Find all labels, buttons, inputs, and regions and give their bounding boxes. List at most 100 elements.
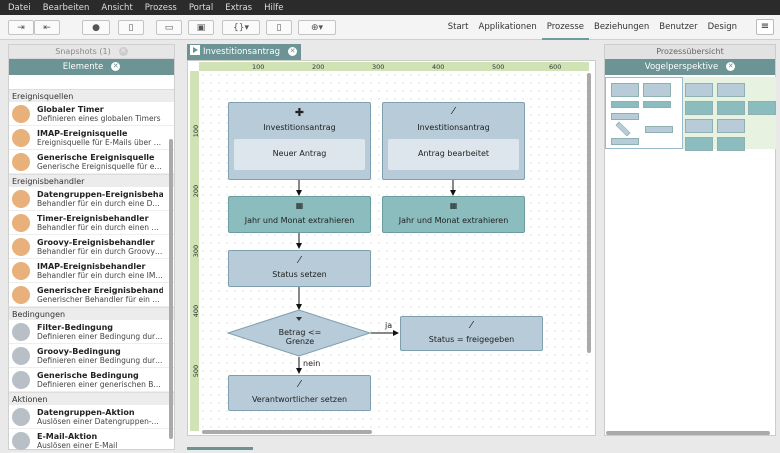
- palette-item[interactable]: Datengruppen-EreignisbehandlerBehandler …: [9, 187, 174, 211]
- menu-datei[interactable]: Datei: [8, 2, 31, 13]
- menu-extras[interactable]: Extras: [225, 2, 253, 13]
- tab-start[interactable]: Start: [447, 22, 469, 32]
- palette-item-name: E-Mail-Aktion: [37, 431, 98, 441]
- no-label: nein: [303, 359, 321, 368]
- save-icon[interactable]: ▣: [188, 20, 214, 35]
- minimap-node: [611, 101, 639, 108]
- tab-benutzer[interactable]: Benutzer: [659, 22, 698, 32]
- event-inner: Antrag bearbeitet: [388, 139, 519, 170]
- hamburger-menu-icon[interactable]: ≡: [756, 19, 774, 35]
- overview-scrollbar[interactable]: [606, 431, 770, 435]
- menu-hilfe[interactable]: Hilfe: [264, 2, 284, 13]
- pencil-icon: ⁄: [298, 379, 301, 390]
- delete-icon[interactable]: ▯: [266, 20, 292, 35]
- palette-item-name: Datengruppen-Ereignisbehandler: [37, 189, 163, 199]
- condition-icon: [12, 370, 30, 389]
- condition-diamond[interactable]: [226, 309, 372, 357]
- close-icon[interactable]: ✕: [111, 62, 121, 71]
- globe-dropdown-button[interactable]: ⊕▾: [298, 20, 336, 35]
- minimap-node: [717, 119, 745, 133]
- tab-investitionsantrag[interactable]: Investitionsantrag ✕: [187, 44, 301, 60]
- new-file-icon[interactable]: ▯: [118, 20, 144, 35]
- menu-ansicht[interactable]: Ansicht: [101, 2, 133, 13]
- tab-snapshots[interactable]: Snapshots (1) ✕: [9, 45, 174, 59]
- web-icon[interactable]: ●: [82, 20, 110, 35]
- status-set-box[interactable]: ⁄ Status setzen: [228, 250, 371, 287]
- groovy-icon: [12, 346, 30, 365]
- palette-item-name: Globaler Timer: [37, 104, 104, 114]
- login-icon[interactable]: ⇥: [8, 20, 34, 35]
- palette-item-name: IMAP-Ereignisquelle: [37, 128, 128, 138]
- minimap-node: [748, 101, 776, 115]
- toolbar: ⇥ ⇤ ● ▯ ▭ ▣ {}▾ ▯ ⊕▾ Start Applikationen…: [0, 15, 780, 40]
- menu-portal[interactable]: Portal: [188, 2, 214, 13]
- approved-box[interactable]: ⁄ Status = freigegeben: [400, 316, 543, 351]
- logout-icon[interactable]: ⇤: [34, 20, 60, 35]
- editor-tab-label: Investitionsantrag: [203, 47, 281, 57]
- mail-icon: [12, 128, 30, 147]
- palette-item-name: Generische Ereignisquelle: [37, 152, 155, 162]
- open-folder-icon[interactable]: ▭: [156, 20, 182, 35]
- tab-design[interactable]: Design: [707, 22, 737, 32]
- palette-item-name: Groovy-Ereignisbehandler: [37, 237, 155, 247]
- menu-prozess[interactable]: Prozess: [144, 2, 177, 13]
- elements-panel: Snapshots (1)✕ Elemente✕ Ereignisquellen…: [8, 44, 175, 453]
- close-icon[interactable]: ✕: [288, 47, 298, 56]
- filter-icon: [296, 317, 302, 321]
- box-title: Investitionsantrag: [263, 123, 336, 132]
- canvas-hscroll[interactable]: [202, 430, 372, 434]
- snapshots-label: Snapshots (1): [55, 47, 111, 56]
- overview-panel: Prozessübersicht Vogelperspektive✕: [604, 44, 776, 436]
- close-icon[interactable]: ✕: [726, 62, 736, 71]
- minimap-node: [717, 137, 745, 151]
- palette-item-name: Generische Bedingung: [37, 370, 139, 380]
- start-event-box[interactable]: ✚ Investitionsantrag Neuer Antrag: [228, 102, 371, 180]
- yes-label: ja: [385, 321, 393, 330]
- canvas-vscroll[interactable]: [587, 73, 591, 353]
- box-label: Status setzen: [272, 270, 327, 279]
- palette-item-name: Generischer Ereignisbehandler: [37, 285, 163, 295]
- tab-prozessuebersicht[interactable]: Prozessübersicht: [605, 45, 775, 59]
- extract-action-box[interactable]: ▦ Jahr und Monat extrahieren: [228, 196, 371, 233]
- menu-bearbeiten[interactable]: Bearbeiten: [42, 2, 90, 13]
- table-icon: ▦: [295, 201, 304, 210]
- database-icon: [12, 189, 30, 208]
- tab-applikationen[interactable]: Applikationen: [478, 22, 537, 32]
- palette-item-name: Datengruppen-Aktion: [37, 407, 135, 417]
- table-icon: ▦: [449, 201, 458, 210]
- ruler-label: 300: [372, 63, 385, 71]
- tab-prozesse[interactable]: Prozesse: [541, 15, 589, 40]
- edit-event-box[interactable]: ⁄ Investitionsantrag Antrag bearbeitet: [382, 102, 525, 180]
- clock-icon: [12, 104, 30, 123]
- horizontal-ruler: 100 200 300 400 500 600: [199, 62, 589, 71]
- responsible-box[interactable]: ⁄ Verantwortlicher setzen: [228, 375, 371, 411]
- palette-scrollbar[interactable]: [169, 139, 173, 439]
- mail-icon: [12, 261, 30, 280]
- minimap-node: [685, 83, 713, 97]
- minimap-node: [643, 101, 671, 108]
- extract-action-box[interactable]: ▦ Jahr und Monat extrahieren: [382, 196, 525, 233]
- code-dropdown-button[interactable]: {}▾: [222, 20, 260, 35]
- groovy-icon: [12, 237, 30, 256]
- tab-beziehungen[interactable]: Beziehungen: [593, 22, 650, 32]
- close-icon[interactable]: ✕: [118, 47, 128, 56]
